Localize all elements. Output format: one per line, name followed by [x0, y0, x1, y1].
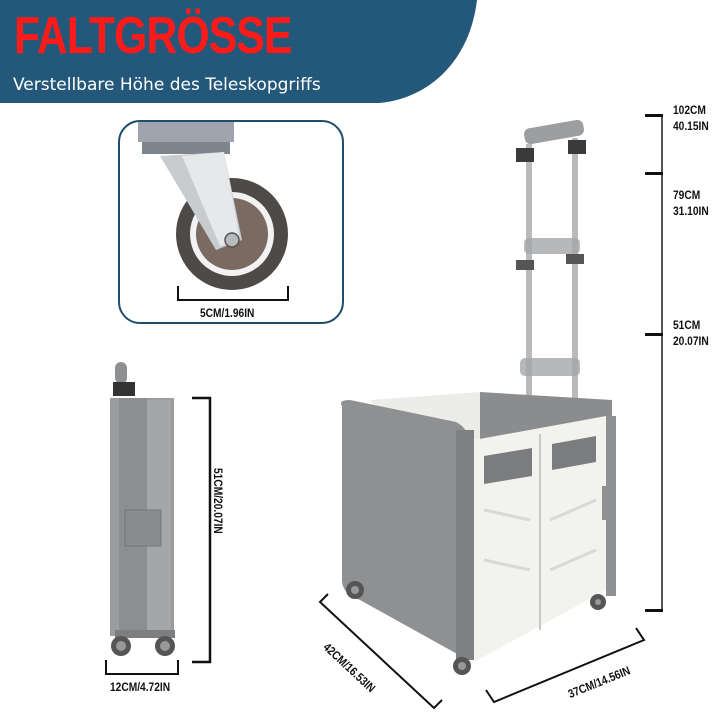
folded-width-bracket — [105, 660, 179, 675]
wheel-size-label: 5CM/1.96IN — [200, 306, 255, 320]
height-mark-51-in: 20.07IN — [673, 334, 709, 348]
folded-width-label: 12CM/4.72IN — [110, 680, 171, 694]
ruler-tick-51cm — [645, 333, 663, 336]
page-subtitle: Verstellbare Höhe des Teleskopgriffs — [13, 75, 321, 95]
height-mark-79-in: 31.10IN — [673, 204, 709, 218]
wheel-dimension-bracket — [177, 286, 289, 301]
folded-height-bracket — [192, 396, 212, 664]
folded-height-label: 51CM/20.07IN — [211, 468, 225, 534]
wheel-detail-panel: 5CM/1.96IN — [118, 120, 344, 324]
height-ruler-line — [661, 115, 663, 611]
page-title: FALTGRÖSSE — [14, 7, 292, 65]
height-mark-102-in: 40.15IN — [673, 119, 709, 133]
height-mark-102-cm: 102CM — [673, 103, 706, 117]
height-mark-51-cm: 51CM — [673, 318, 701, 332]
width-ruler — [485, 627, 646, 704]
ruler-tick-79cm — [645, 172, 663, 175]
expanded-cart-image — [341, 119, 616, 675]
ruler-tick-102cm — [645, 114, 663, 117]
caster-wheel-image — [138, 122, 288, 290]
header-banner — [0, 0, 477, 103]
height-mark-79-cm: 79CM — [673, 188, 701, 202]
depth-ruler — [318, 593, 443, 710]
ruler-tick-base — [645, 609, 663, 612]
folded-cart-image — [110, 362, 175, 656]
